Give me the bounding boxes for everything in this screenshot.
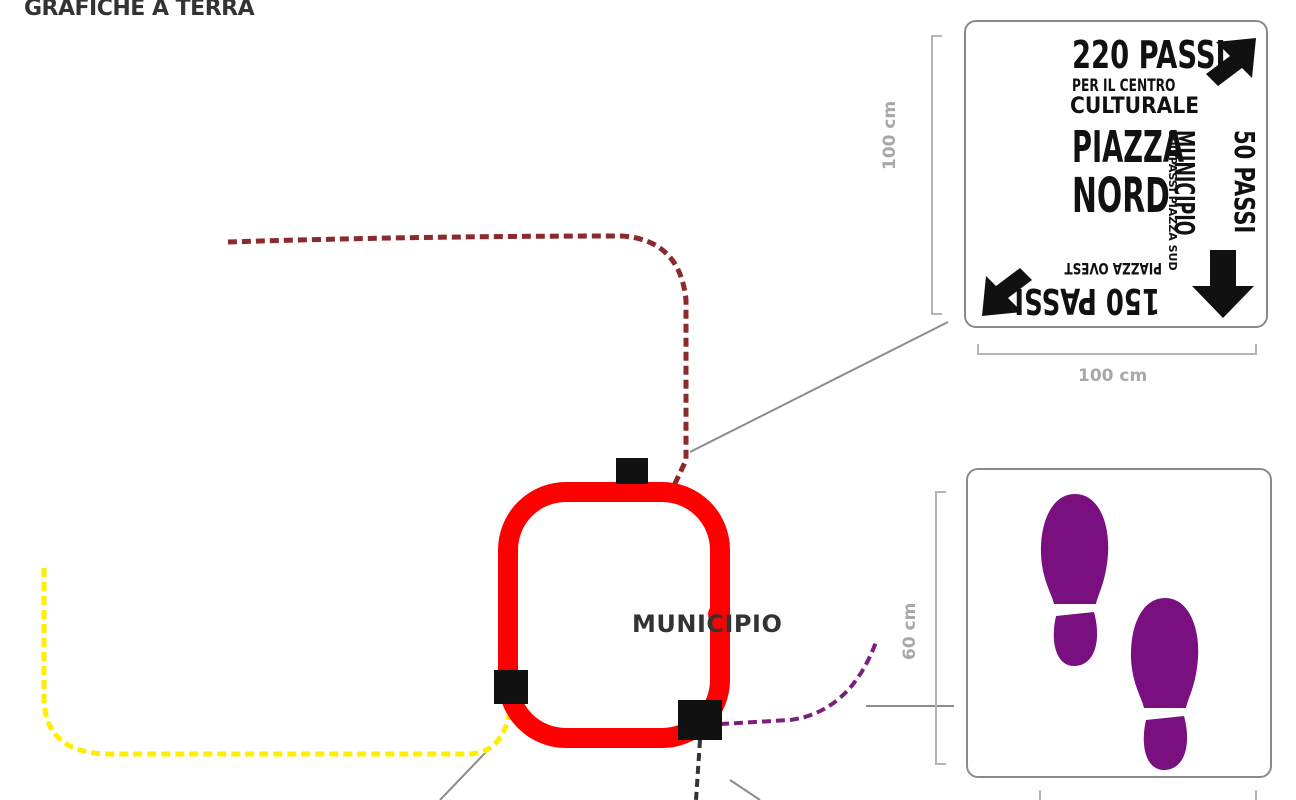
sign-marker-west [494,670,528,704]
ring-bump [708,603,719,627]
building-label: MUNICIPIO [632,610,783,638]
callout-line-bottom-left [439,751,487,800]
path-north [227,233,689,492]
sign1-right-line1: 50 PASSI [1228,130,1261,234]
sign-marker-east [678,700,722,740]
page-title: GRAFICHE A TERRA [24,0,255,21]
sign1-bottom-line1: 150 PASSI [1014,280,1160,321]
sign1-width-label: 100 cm [1078,366,1148,386]
sign1-top-line3: CULTURALE [1070,94,1200,119]
sign-marker-north [616,458,648,484]
sign-panel-footprints [966,468,1272,778]
sign1-bottom-line2: PIAZZA OVEST [1064,259,1162,278]
sign1-center-line1: PIAZZA [1072,122,1184,173]
callout-line-bottom-right [729,779,761,800]
sign2-height-label: 60 cm [900,602,920,660]
dim-bracket-sign2-h [935,491,946,765]
footprint-left-icon [1040,494,1109,666]
sign1-right-line3: 100 PASSI PIAZZA SUD [1166,130,1179,271]
arrow-up-right-icon [1206,38,1256,86]
sign1-top-line1: 220 PASSI [1072,33,1226,77]
dim-bracket-sign2-w [1039,790,1257,800]
arrow-down-left-icon [982,268,1032,316]
sign-panel-directions: 220 PASSI PER IL CENTRO CULTURALE PIAZZA… [964,20,1268,328]
sign1-height-label: 100 cm [880,100,900,170]
path-east [719,641,878,726]
callout-line-sign1 [689,321,949,453]
sign1-center-line2: NORD [1072,168,1170,224]
path-south [694,739,702,800]
arrow-down-icon [1192,250,1254,318]
dim-bracket-sign1-w [977,344,1257,355]
footprint-right-icon [1130,598,1199,770]
dim-bracket-sign1-h [931,35,942,315]
municipio-ring [498,482,730,748]
sign1-top-line2: PER IL CENTRO [1072,76,1176,96]
path-west [41,568,515,757]
